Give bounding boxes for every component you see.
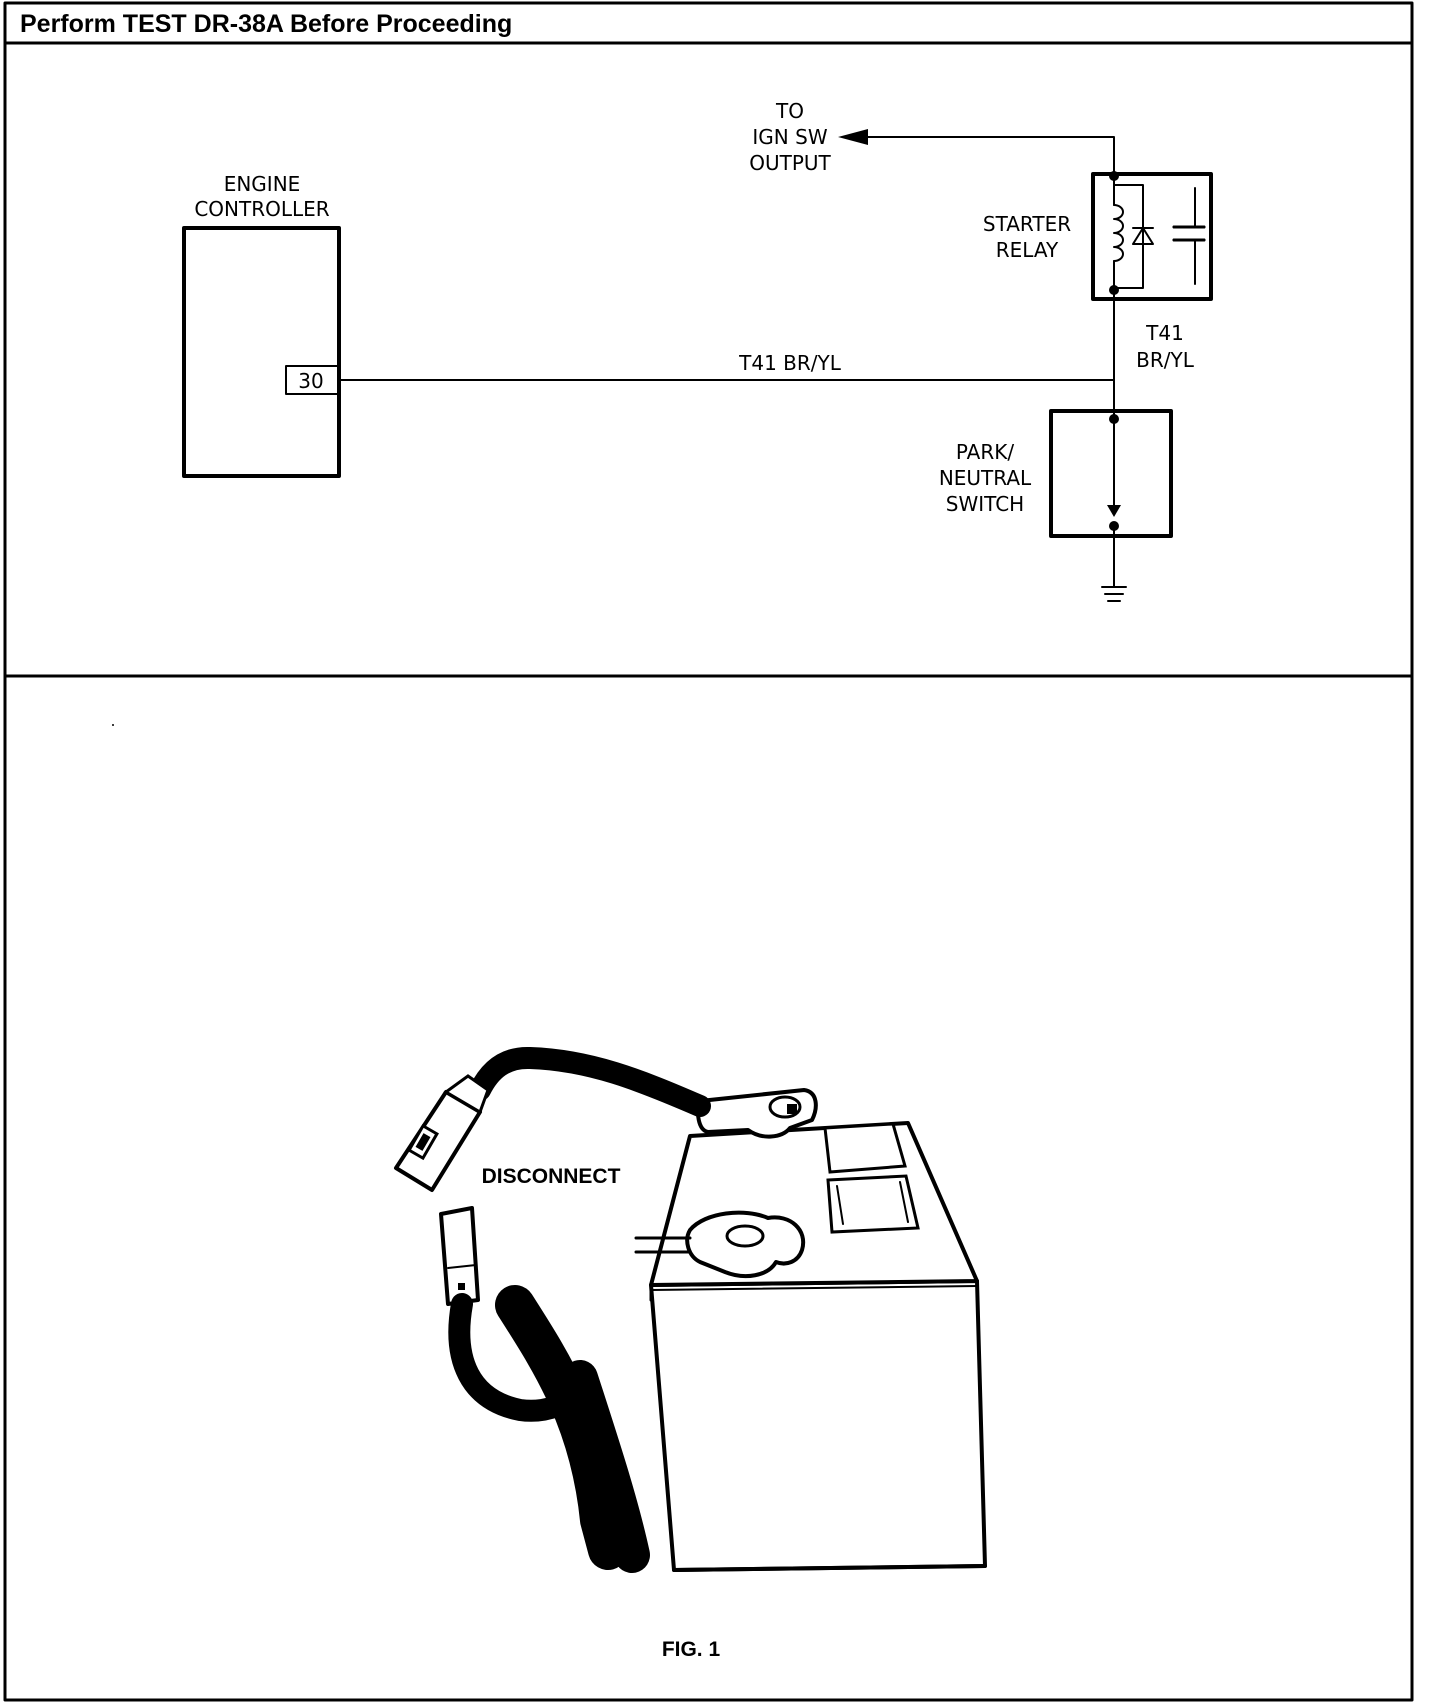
ign-sw-output: TO IGN SW OUTPUT [749, 99, 1115, 176]
harness-plug-icon [439, 1206, 480, 1306]
engine-controller-box [182, 226, 341, 478]
outer-frame [3, 1, 1414, 1702]
engine-controller-label-2: CONTROLLER [194, 197, 329, 221]
park-neutral-box [1049, 409, 1173, 538]
negative-terminal-clamp [685, 1210, 806, 1279]
park-neutral-label-2: NEUTRAL [939, 466, 1032, 490]
wire-t41-horizontal-label: T41 BR/YL [738, 351, 842, 375]
starter-relay: STARTER RELAY [983, 171, 1213, 301]
battery-case [649, 1279, 987, 1572]
disconnect-callout: DISCONNECT [482, 1165, 621, 1188]
switch-contact-icon [1107, 505, 1121, 517]
diode-icon [1132, 227, 1154, 245]
engine-controller: ENGINE CONTROLLER 30 [182, 172, 341, 478]
wire-to-ign-sw [857, 136, 1115, 176]
arrow-head-icon [838, 129, 868, 145]
starter-relay-label-2: RELAY [996, 238, 1059, 262]
relay-coil-icon [1113, 204, 1124, 262]
park-neutral-label-3: SWITCH [946, 492, 1024, 516]
starter-relay-label-1: STARTER [983, 212, 1071, 236]
wire-t41-vertical-label-2: BR/YL [1136, 348, 1195, 372]
disconnected-connector-icon [394, 1074, 490, 1192]
header-title: Perform TEST DR-38A Before Proceeding [20, 10, 512, 38]
park-neutral-switch: PARK/ NEUTRAL SWITCH [939, 409, 1173, 587]
schematic: ENGINE CONTROLLER 30 T41 BR/YL TO IGN SW… [182, 99, 1213, 602]
positive-terminal-clamp [696, 1088, 818, 1139]
ign-sw-label-3: OUTPUT [749, 151, 831, 175]
battery-illustration: DISCONNECT [112, 724, 987, 1573]
ign-sw-label-1: TO [775, 99, 804, 123]
starter-relay-box [1091, 172, 1213, 301]
wire-loom-icon [495, 1285, 650, 1573]
wire-t41-vertical-label-1: T41 [1145, 321, 1184, 345]
ign-sw-label-2: IGN SW [752, 125, 827, 149]
pin-30-label: 30 [298, 369, 323, 393]
ground-icon [1101, 586, 1127, 602]
engine-controller-label-1: ENGINE [224, 172, 301, 196]
park-neutral-label-1: PARK/ [956, 440, 1014, 464]
figure-caption: FIG. 1 [662, 1638, 721, 1661]
